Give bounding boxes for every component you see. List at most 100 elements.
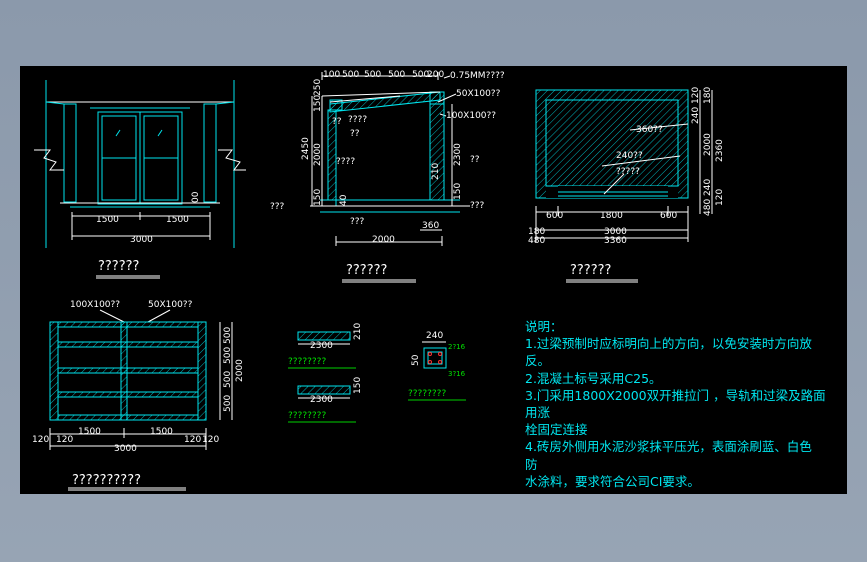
wall-label-2: 240?? [616,151,643,161]
detail1-dim-length: 2300 [310,341,333,351]
detail2-dim-height: 150 [353,377,363,394]
svg-text:40: 40 [339,194,349,206]
roof-plan: 100X100?? 50X100?? 500 500 500 500 2000 … [32,300,245,491]
plan-side-dim-1: 120 [691,87,701,104]
floor-plan-title: ?????? [570,263,611,278]
plan-side-dim-7: 120 [715,189,725,206]
plan-side-dim-4: 2000 [703,133,713,156]
side-left-dim-4: 2000 [313,143,323,166]
plan-side-dim-2: 240 [691,107,701,124]
wall-label-1: 360?? [636,125,663,135]
roof-beam-label-2: 50X100?? [148,300,193,310]
cad-drawing: 1500 1500 3000 00 ?????? 100 500 500 500… [32,70,725,491]
detail-lintel-2: 2300 150 ???????? [288,377,363,423]
detail2-title: ???????? [288,411,326,421]
roof-dim-4: 1500 [150,427,173,437]
side-mark-2: ???? [348,115,367,125]
side-top-dim-5: 500 [412,70,429,80]
roof-dim-1: 120 [32,435,49,445]
note-line-7: 4.砖房外侧用水泥沙浆抹平压光，表面涂刷蓝、白色 [525,439,812,455]
notes-heading: 说明： [525,319,563,334]
side-right-dim-3: 150 [453,183,463,200]
roof-dim-total: 3000 [114,444,137,454]
plan-side-dim-5: 2360 [715,139,725,162]
plan-side-dim-6: 240 [703,179,713,196]
roof-dim-5: 120 [184,435,201,445]
roof-plan-title: ?????????? [72,473,141,488]
detail3-dim-width: 240 [426,331,443,341]
side-mark-1: ?? [332,117,342,127]
beam-label-2: 100X100?? [446,111,496,121]
plan-dim-4: 3000 [604,227,627,237]
roof-side-dim-total: 2000 [235,359,245,382]
detail2-dim-length: 2300 [310,395,333,405]
side-mark-4: ?? [470,155,480,165]
detail3-rebar-top: 2?16 [448,343,466,351]
note-line-2: 反。 [525,353,551,369]
note-line-8: 防 [525,456,538,472]
plan-dim-5: 3360 [604,236,627,246]
plan-side-dim-3: 180 [703,87,713,104]
side-mark-6: ??? [350,217,365,227]
note-line-5: 用涨 [525,405,551,421]
plan-dim-3: 600 [660,211,677,221]
side-left-dim-3: 2450 [301,137,311,160]
side-top-dim-3: 500 [364,70,381,80]
detail-lintel-1: 2300 210 ???????? [288,323,363,369]
side-right-dim-1: 2300 [453,143,463,166]
plan-dim-1: 600 [546,211,563,221]
front-dim-total: 3000 [130,235,153,245]
note-line-6: 栓固定连接 [525,422,588,438]
cad-drawing-canvas[interactable]: 1500 1500 3000 00 ?????? 100 500 500 500… [20,66,847,494]
note-line-9: 水涂料，要求符合公司CI要求。 [525,473,700,489]
side-right-dim-2: 210 [431,163,441,180]
roof-side-dim-3: 500 [223,371,233,388]
plan-edge-dim-1: 180 [528,227,545,237]
side-left-dim-1: 150 [313,95,323,112]
svg-text:00: 00 [191,191,201,203]
note-line-3: 2.混凝土标号采用C25。 [525,370,662,386]
side-left-dim-5: 150 [313,189,323,206]
detail1-dim-height: 210 [353,323,363,340]
detail-section: 240 2?16 50 3?16 ???????? [408,331,466,401]
roof-side-dim-4: 500 [223,395,233,412]
wall-label-3: ????? [616,167,640,177]
front-dim-1: 1500 [96,215,119,225]
detail1-title: ???????? [288,357,326,367]
side-mark-5: ?? [350,129,360,139]
ground-mark-left: ??? [270,202,285,212]
design-notes: 说明： 1.过梁预制时应标明向上的方向，以免安装时方向放 反。 2.混凝土标号采… [525,318,845,490]
side-section-title: ?????? [346,263,387,278]
beam-label-1: 50X100?? [456,89,501,99]
roof-beam-label-1: 100X100?? [70,300,120,310]
side-top-dim-4: 500 [388,70,405,80]
ground-mark-right: ??? [470,201,485,211]
roof-sheet-label: 0.75MM???? [450,71,505,81]
detail3-dim-height: 50 [411,354,421,366]
side-top-dim-1: 100 [323,70,340,80]
plan-edge-dim-2: 480 [528,236,545,246]
plan-dim-2: 1800 [600,211,623,221]
side-left-dim-2: 250 [313,79,323,96]
front-dim-2: 1500 [166,215,189,225]
roof-dim-2: 120 [56,435,73,445]
roof-dim-3: 1500 [78,427,101,437]
side-section: 100 500 500 500 500 200 0.75MM???? 50X10… [270,70,505,283]
note-line-4: 3.门采用1800X2000双开推拉门 ，导轨和过梁及路面 [525,387,826,403]
side-top-dim-6: 200 [427,70,444,80]
side-bottom-dim-1: 360 [422,221,439,231]
note-line-1: 1.过梁预制时应标明向上的方向，以免安装时方向放 [525,336,812,352]
roof-side-dim-2: 500 [223,347,233,364]
roof-dim-6: 120 [202,435,219,445]
side-top-dim-2: 500 [342,70,359,80]
front-elevation: 1500 1500 3000 00 ?????? [34,80,246,279]
floor-plan: 360?? 240?? ????? 600 1800 600 3000 3360… [528,87,725,283]
side-bottom-dim-2: 2000 [372,235,395,245]
front-elevation-title: ?????? [98,259,139,274]
detail3-title: ???????? [408,389,446,399]
plan-side-dim-8: 480 [703,199,713,216]
detail3-rebar-bottom: 3?16 [448,370,466,378]
side-mark-3: ???? [336,157,355,167]
roof-side-dim-1: 500 [223,327,233,344]
